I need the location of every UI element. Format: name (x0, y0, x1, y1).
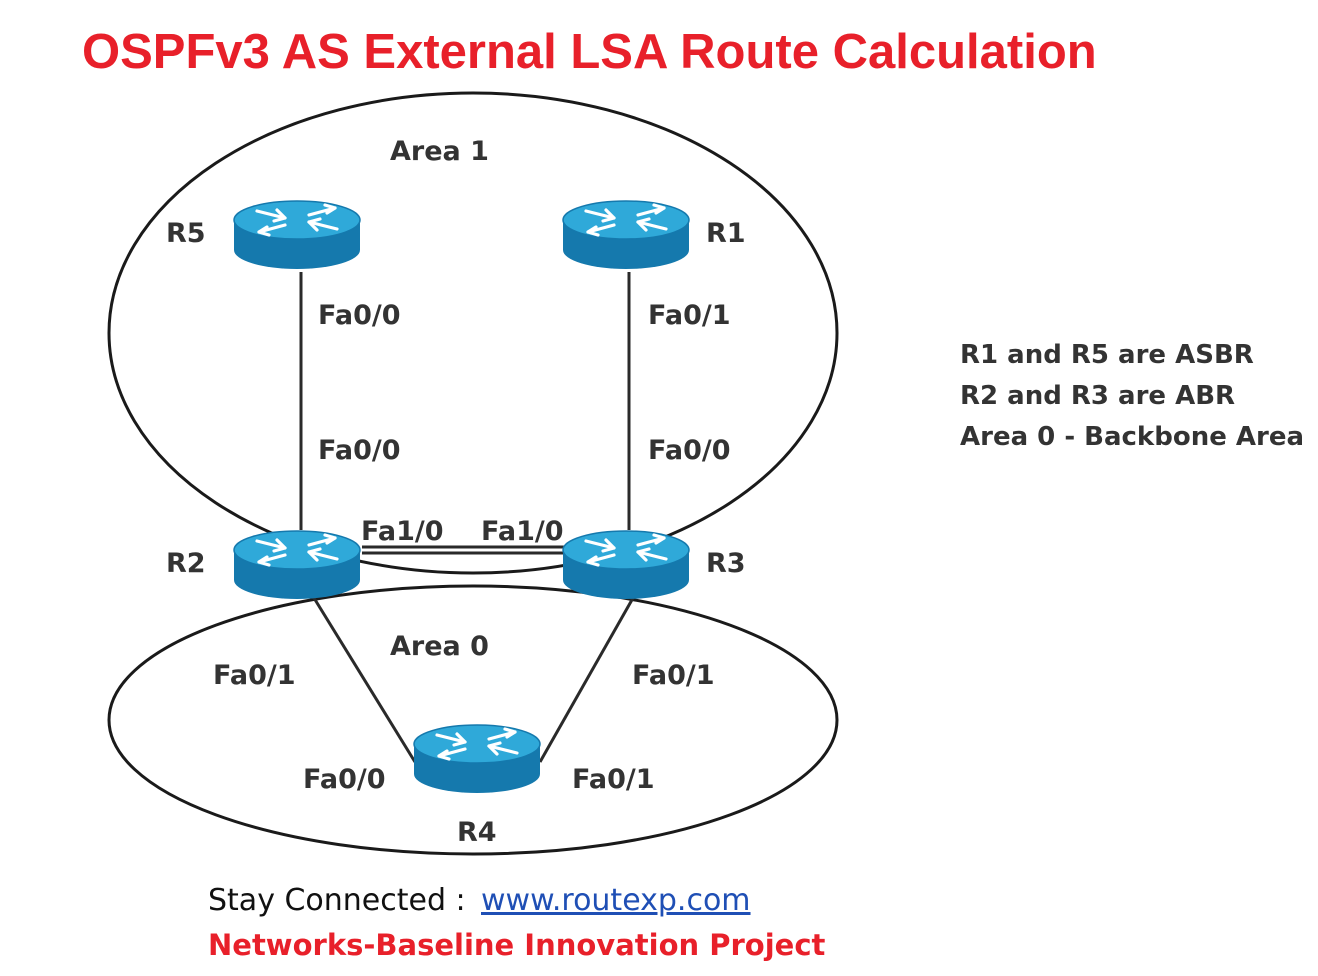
area1-boundary (107, 91, 839, 575)
router-r4-icon[interactable] (412, 723, 542, 795)
router-r2-label: R2 (166, 548, 206, 579)
website-link[interactable]: www.routexp.com (481, 883, 751, 918)
stay-connected-text: Stay Connected : (208, 883, 466, 918)
iface-r2-fa00: Fa0/0 (318, 435, 401, 466)
router-r5-icon[interactable] (232, 199, 362, 271)
iface-r3-fa01: Fa0/1 (632, 660, 715, 691)
router-r5-label: R5 (166, 218, 206, 249)
router-r1-icon[interactable] (561, 199, 691, 271)
iface-r5-fa00: Fa0/0 (318, 300, 401, 331)
note-asbr: R1 and R5 are ASBR (960, 340, 1254, 370)
note-backbone: Area 0 - Backbone Area (960, 422, 1304, 452)
router-r3-label: R3 (706, 548, 746, 579)
router-r4-label: R4 (457, 817, 497, 848)
area1-label: Area 1 (390, 136, 489, 167)
iface-r3-fa10: Fa1/0 (481, 516, 564, 547)
router-r2-icon[interactable] (232, 529, 362, 601)
page-title: OSPFv3 AS External LSA Route Calculation (82, 25, 1097, 79)
iface-r2-fa10: Fa1/0 (361, 516, 444, 547)
area0-label: Area 0 (390, 631, 489, 662)
area0-boundary (107, 584, 839, 856)
iface-r2-fa01: Fa0/1 (213, 660, 296, 691)
router-r1-label: R1 (706, 218, 746, 249)
link-r3-r4 (538, 597, 635, 763)
project-name: Networks-Baseline Innovation Project (208, 928, 826, 962)
iface-r1-fa01: Fa0/1 (648, 300, 731, 331)
iface-r4-fa00: Fa0/0 (303, 764, 386, 795)
router-r3-icon[interactable] (561, 529, 691, 601)
iface-r3-fa00: Fa0/0 (648, 435, 731, 466)
iface-r4-fa01: Fa0/1 (572, 764, 655, 795)
link-r2-r4 (312, 597, 417, 763)
note-abr: R2 and R3 are ABR (960, 381, 1235, 411)
